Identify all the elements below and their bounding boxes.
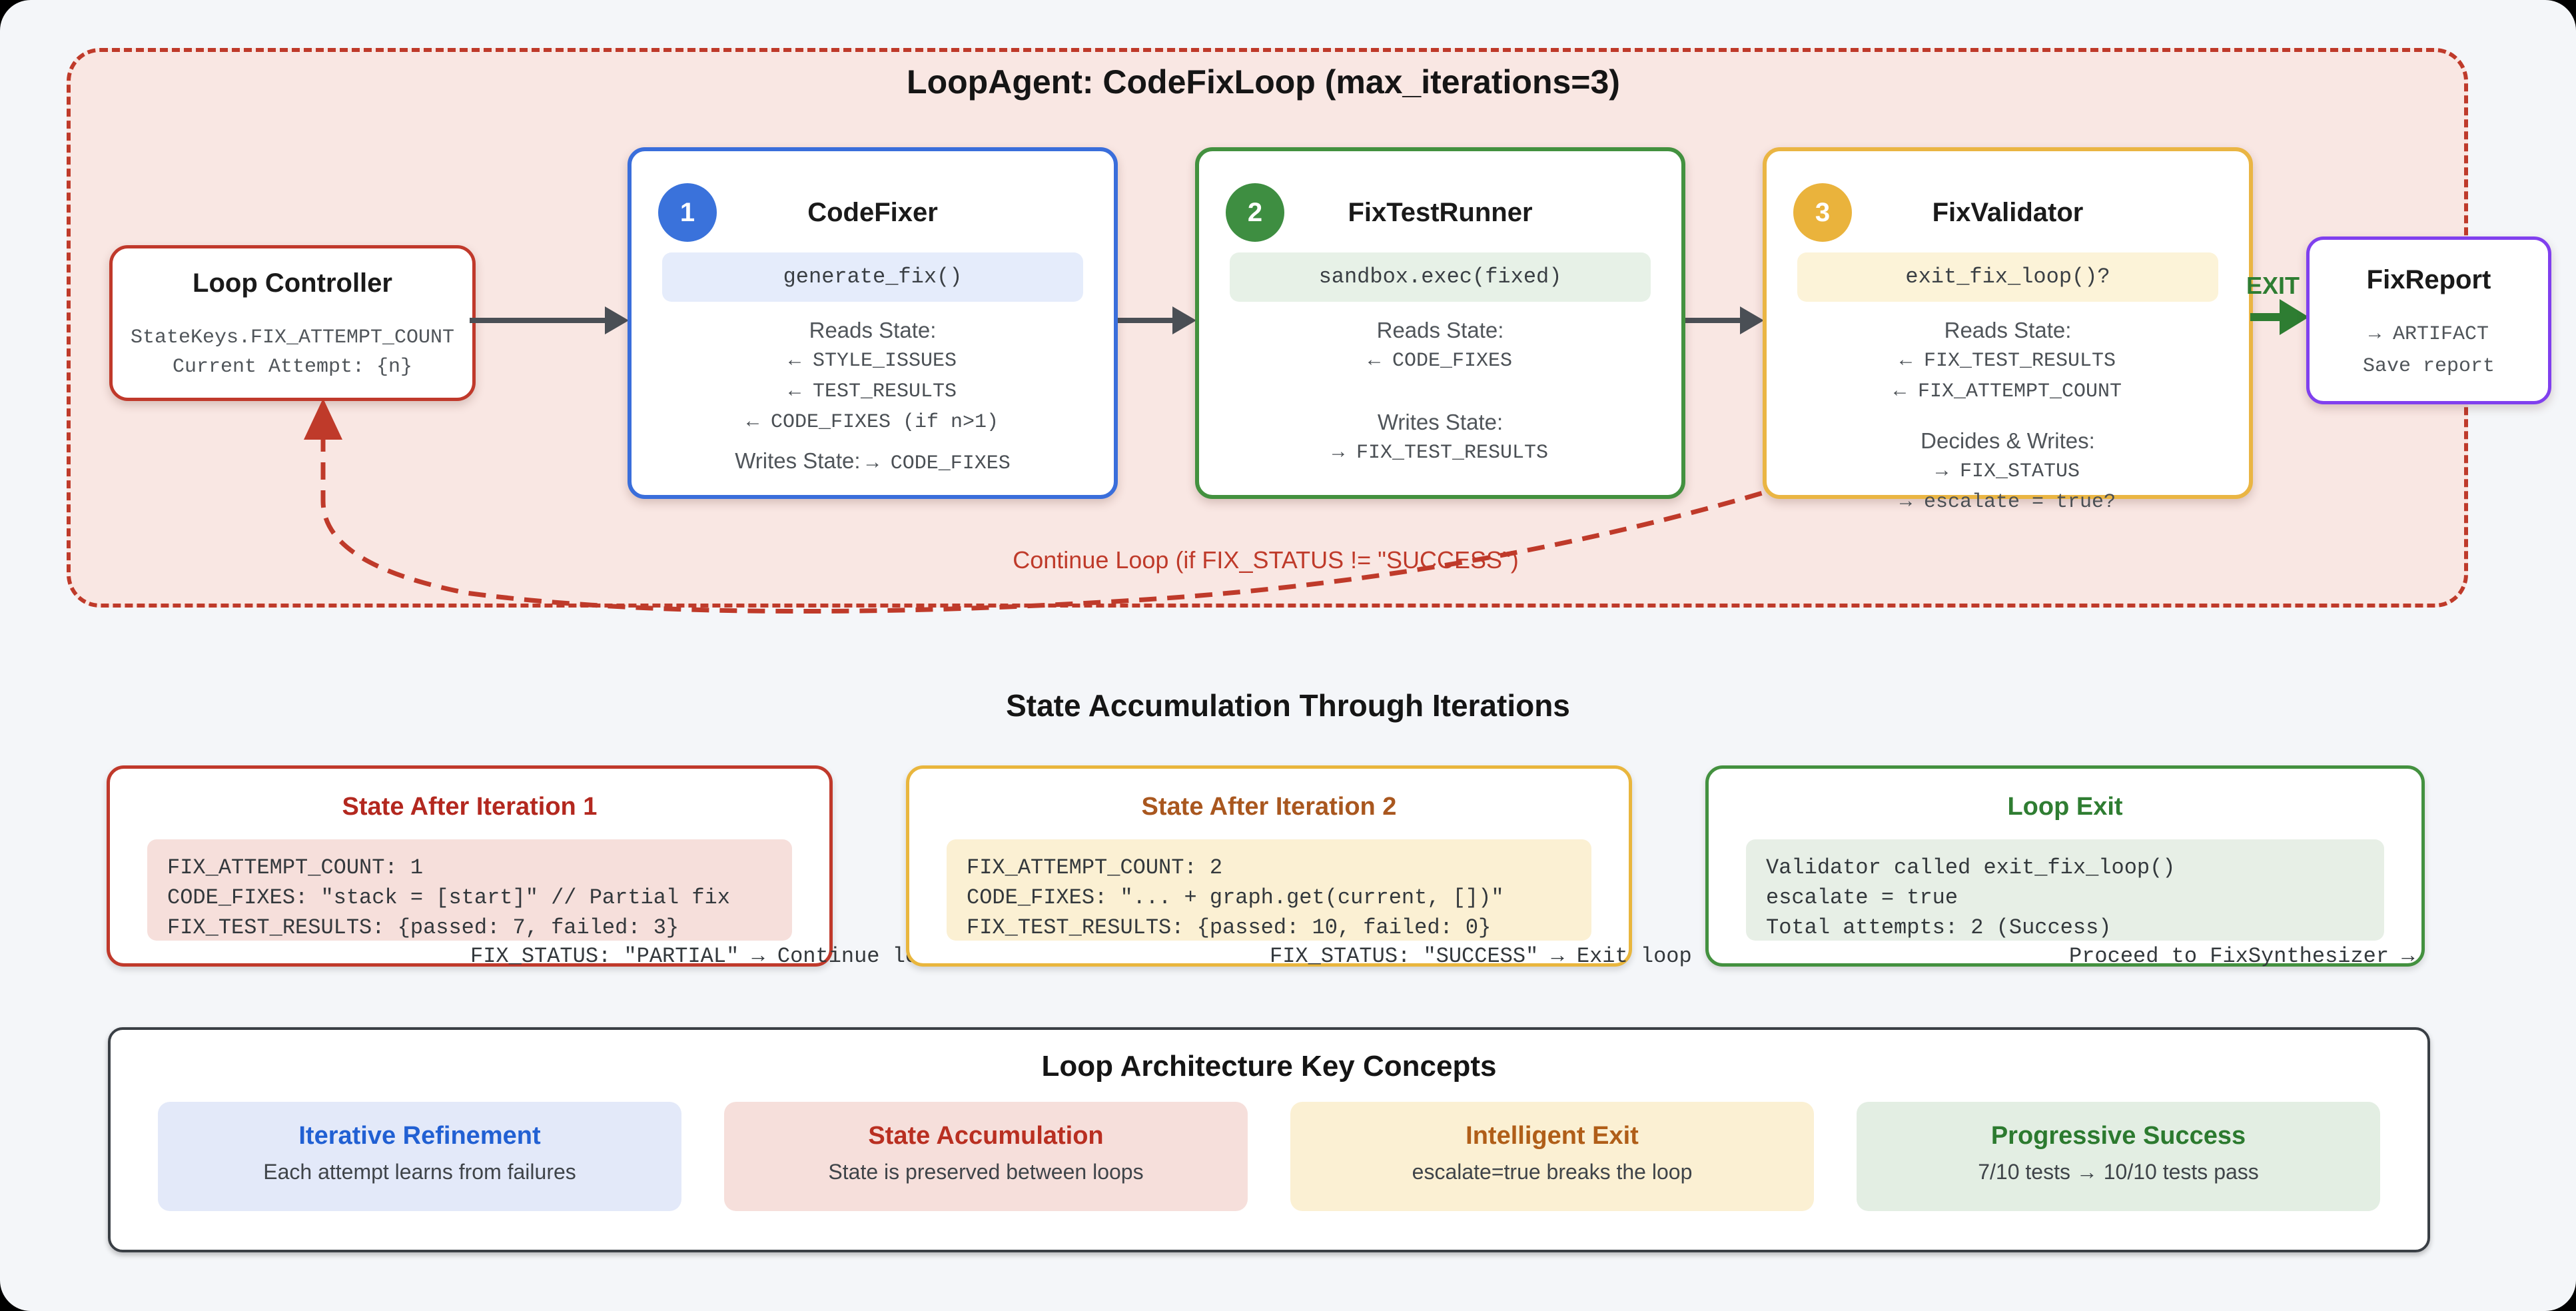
concept-desc: 7/10 tests → 10/10 tests pass [1978,1160,2259,1184]
step-1-badge: 1 [658,183,717,242]
state-line: Validator called exit_fix_loop() [1766,855,2176,880]
step-3-badge: 3 [1793,183,1852,242]
codefixer-method-pill: generate_fix() [662,252,1083,302]
concept-progressive-success: Progressive Success 7/10 tests → 10/10 t… [1857,1102,2380,1211]
spacer [1199,376,1681,407]
fixtestrunner-state-lines: Reads State: ← CODE_FIXES Writes State: … [1199,315,1681,468]
loop-controller-node: Loop Controller StateKeys.FIX_ATTEMPT_CO… [109,245,476,401]
save-report-line: Save report [2362,355,2495,378]
state-line: FIX_ATTEMPT_COUNT: 2 [967,855,1223,880]
spacer [1767,407,2249,426]
concept-desc: escalate=true breaks the loop [1412,1160,1693,1184]
concept-title: Intelligent Exit [1466,1122,1639,1150]
loop-controller-lines: StateKeys.FIX_ATTEMPT_COUNT Current Atte… [113,323,472,382]
reads-state-label: Reads State: [1376,318,1504,342]
reads-state-label: Reads State: [1944,318,2072,342]
writes-item: → FIX_STATUS [1935,460,2080,483]
writes-item: → escalate = true? [1899,491,2116,514]
fixvalidator-method-pill: exit_fix_loop()? [1797,252,2218,302]
step-2-badge: 2 [1226,183,1284,242]
state-line: Total attempts: 2 (Success) [1766,915,2112,940]
current-attempt-line: Current Attempt: {n} [172,356,413,378]
state-box-iteration-1: State After Iteration 1 FIX_ATTEMPT_COUN… [107,765,944,969]
writes-item: → CODE_FIXES [866,452,1011,475]
fixvalidator-state-lines: Reads State: ← FIX_TEST_RESULTS ← FIX_AT… [1767,315,2249,518]
reads-item: ← STYLE_ISSUES [788,350,957,372]
flow-arrow-controller-to-codefixer [470,318,606,323]
concept-iterative-refinement: Iterative Refinement Each attempt learns… [158,1102,681,1211]
state-box-iteration-2: State After Iteration 2 FIX_ATTEMPT_COUN… [906,765,1692,969]
decides-writes-label: Decides & Writes: [1921,428,2095,453]
state-box-loop-exit: Loop Exit Validator called exit_fix_loop… [1705,765,2425,969]
writes-state-line: Writes State: → CODE_FIXES [632,446,1114,476]
state-box-title: Loop Exit [2007,793,2123,821]
fix-report-lines: → ARTIFACT Save report [2310,318,2548,382]
concept-tiles: Iterative Refinement Each attempt learns… [111,1102,2427,1211]
agent-fixtestrunner-node: 2 FixTestRunner sandbox.exec(fixed) Read… [1195,147,1685,499]
state-box-title: State After Iteration 2 [1141,793,1397,821]
reads-item: ← TEST_RESULTS [788,380,957,403]
loop-controller-title: Loop Controller [193,268,392,298]
key-concepts-card: Loop Architecture Key Concepts Iterative… [108,1027,2430,1252]
concept-title: Iterative Refinement [298,1122,541,1150]
agent-fixtestrunner-title: FixTestRunner [1348,198,1533,227]
state-code-block: FIX_ATTEMPT_COUNT: 1 CODE_FIXES: "stack … [147,839,792,941]
reads-item: ← CODE_FIXES (if n>1) [746,411,999,434]
reads-item: ← FIX_ATTEMPT_COUNT [1893,380,2122,403]
flow-arrow-testrunner-to-validator [1680,318,1741,323]
state-box-title: State After Iteration 1 [342,793,598,821]
state-code-block: Validator called exit_fix_loop() escalat… [1746,839,2384,941]
concept-title: State Accumulation [868,1122,1104,1150]
continue-loop-label: Continue Loop (if FIX_STATUS != "SUCCESS… [1013,546,1519,574]
state-status-line: Proceed to FixSynthesizer → [2069,944,2415,969]
concept-title: Progressive Success [1990,1122,2246,1150]
concept-state-accumulation: State Accumulation State is preserved be… [724,1102,1248,1211]
concept-desc: Each attempt learns from failures [263,1160,576,1184]
agent-fixvalidator-title: FixValidator [1932,198,2084,227]
states-section-heading: State Accumulation Through Iterations [1006,688,1570,723]
reads-item: ← FIX_TEST_RESULTS [1899,350,2116,372]
state-line: FIX_TEST_RESULTS: {passed: 7, failed: 3} [167,915,679,940]
fixtestrunner-method-pill: sandbox.exec(fixed) [1230,252,1651,302]
agent-fixvalidator-node: 3 FixValidator exit_fix_loop()? Reads St… [1763,147,2253,514]
codefixer-state-lines: Reads State: ← STYLE_ISSUES ← TEST_RESUL… [632,315,1114,476]
agent-codefixer-title: CodeFixer [807,198,938,227]
exit-arrow [2250,313,2281,321]
fix-report-title: FixReport [2366,265,2491,294]
state-key-line: StateKeys.FIX_ATTEMPT_COUNT [130,326,455,349]
state-status-line: FIX_STATUS: "PARTIAL" → Continue loop [470,944,944,969]
concept-intelligent-exit: Intelligent Exit escalate=true breaks th… [1290,1102,1814,1211]
state-status-line: FIX_STATUS: "SUCCESS" → Exit loop [1270,944,1692,969]
writes-state-label: Writes State: [1377,410,1503,434]
concept-desc: State is preserved between loops [828,1160,1144,1184]
loop-title: LoopAgent: CodeFixLoop (max_iterations=3… [907,63,1620,101]
state-line: FIX_ATTEMPT_COUNT: 1 [167,855,424,880]
artifact-line: → ARTIFACT [2368,323,2489,346]
key-concepts-heading: Loop Architecture Key Concepts [1041,1050,1497,1083]
agent-codefixer-node: 1 CodeFixer generate_fix() Reads State: … [628,147,1118,499]
state-code-block: FIX_ATTEMPT_COUNT: 2 CODE_FIXES: "... + … [947,839,1591,941]
exit-label: EXIT [2246,272,2300,299]
flow-arrow-codefixer-to-testrunner [1112,318,1174,323]
reads-item: ← CODE_FIXES [1368,350,1513,372]
reads-state-label: Reads State: [809,318,937,342]
writes-state-label: Writes State: [735,448,861,473]
state-line: CODE_FIXES: "stack = [start]" // Partial… [167,885,730,910]
state-line: FIX_TEST_RESULTS: {passed: 10, failed: 0… [967,915,1492,940]
fix-report-node: FixReport → ARTIFACT Save report [2306,236,2551,404]
state-line: CODE_FIXES: "... + graph.get(current, []… [967,885,1504,910]
state-line: escalate = true [1766,885,1958,910]
writes-item: → FIX_TEST_RESULTS [1332,442,1549,464]
